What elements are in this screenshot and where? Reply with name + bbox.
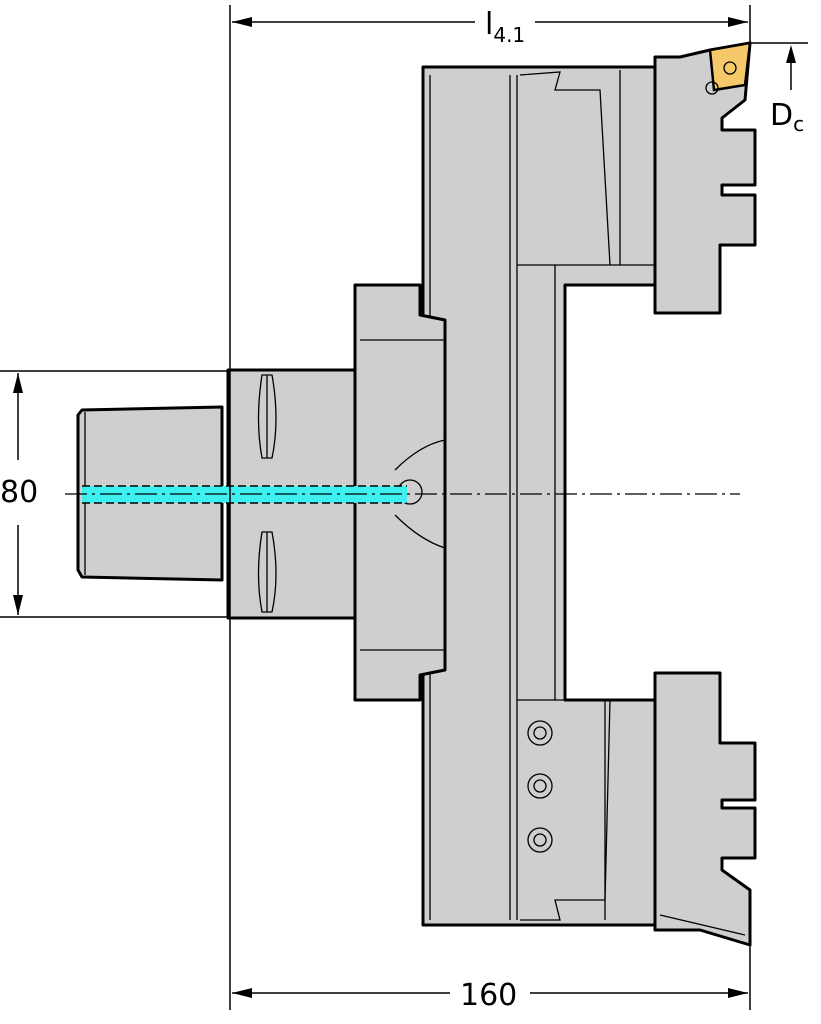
dimension-80-label: 80 bbox=[0, 475, 38, 510]
cutting-insert-top bbox=[708, 41, 752, 92]
dimension-l41-label: l4.1 bbox=[485, 7, 525, 47]
dimension-dc-label: Dc bbox=[770, 98, 804, 136]
dimension-160-label: 160 bbox=[460, 978, 517, 1013]
bottom-cartridge bbox=[653, 671, 757, 947]
screw-icons bbox=[527, 720, 553, 853]
